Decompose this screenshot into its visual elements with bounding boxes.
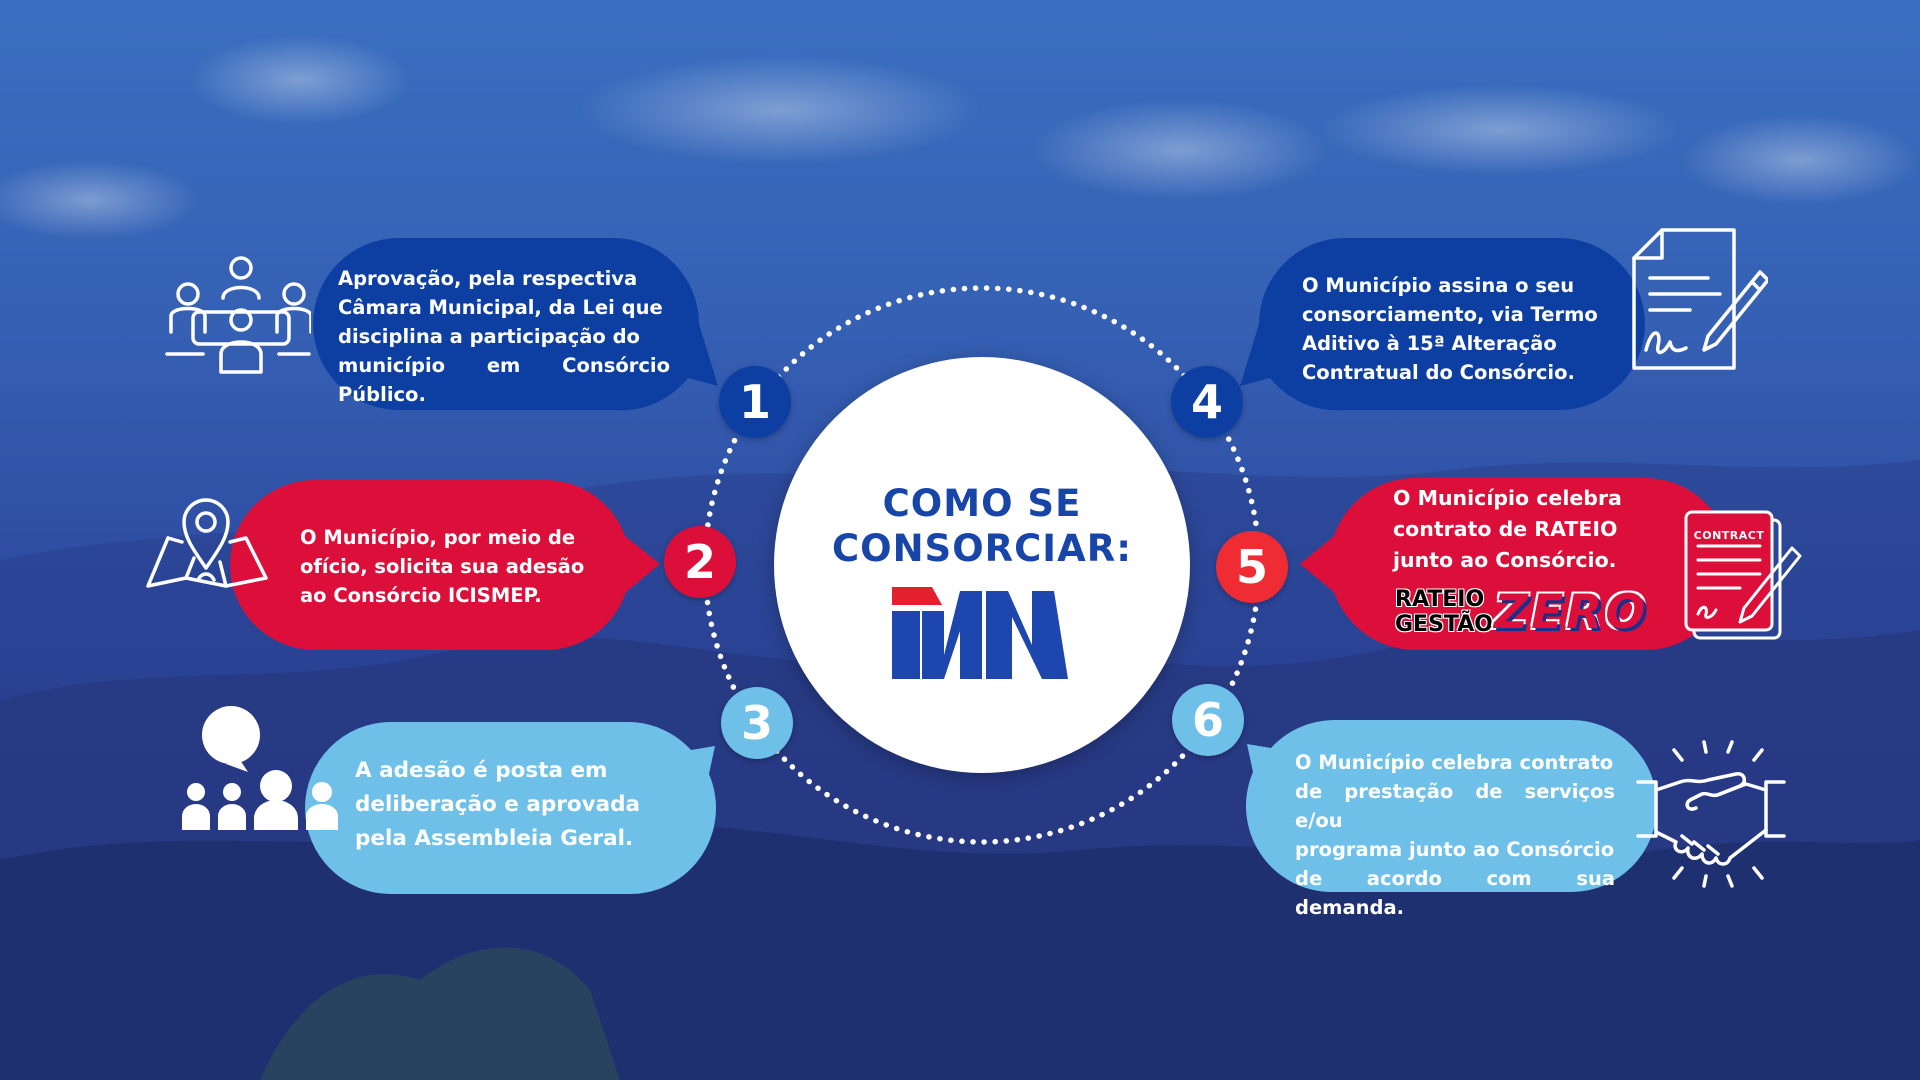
step2-number: 2 (664, 526, 736, 598)
meeting-table-icon (165, 256, 311, 374)
step6-bubble: O Município celebra contrato de prestaçã… (1245, 720, 1657, 919)
step1-bubble: Aprovação, pela respectiva Câmara Munici… (313, 238, 718, 411)
badge-zero: ZERO (1494, 585, 1649, 640)
step5-bubble: O Município celebra contrato de RATEIO j… (1300, 478, 1731, 650)
step5-number: 5 (1216, 531, 1288, 603)
step2-bubble: O Município, por meio de ofício, solicit… (230, 479, 660, 651)
rateio-gestao-zero-badge: RATEIO GESTÃO ZERO (1392, 586, 1654, 642)
center-title-line1: COMO SE (882, 482, 1082, 525)
step4-number: 4 (1171, 366, 1243, 438)
badge-line1: RATEIO (1395, 587, 1485, 612)
step3-number: 3 (721, 687, 793, 759)
map-location-icon (146, 498, 268, 588)
contract-label: CONTRACT (1693, 529, 1765, 542)
center-title-line2: CONSORCIAR: (831, 527, 1132, 570)
step1-text: Aprovação, pela respectiva Câmara Munici… (338, 267, 670, 406)
step6-text: O Município celebra contrato de prestaçã… (1295, 751, 1615, 919)
step1-number: 1 (719, 366, 791, 438)
center-circle: COMO SE CONSORCIAR: (774, 357, 1190, 773)
signed-document-icon (1632, 228, 1768, 370)
step2-text: O Município, por meio de ofício, solicit… (300, 526, 585, 607)
step6-number: 6 (1172, 684, 1244, 756)
step4-text: O Município assina o seu consorciamento,… (1302, 274, 1598, 384)
step4-bubble: O Município assina o seu consorciamento,… (1240, 238, 1645, 411)
step3-text: A adesão é posta em deliberação e aprova… (355, 758, 641, 851)
badge-line2: GESTÃO (1395, 612, 1493, 637)
contract-icon: CONTRACT (1680, 510, 1802, 644)
handshake-icon (1636, 740, 1786, 888)
assembly-speech-icon (182, 706, 338, 830)
icismep-logo (892, 587, 1068, 679)
step3-bubble: A adesão é posta em deliberação e aprova… (305, 722, 717, 895)
step5-text: O Município celebra contrato de RATEIO j… (1393, 486, 1622, 572)
